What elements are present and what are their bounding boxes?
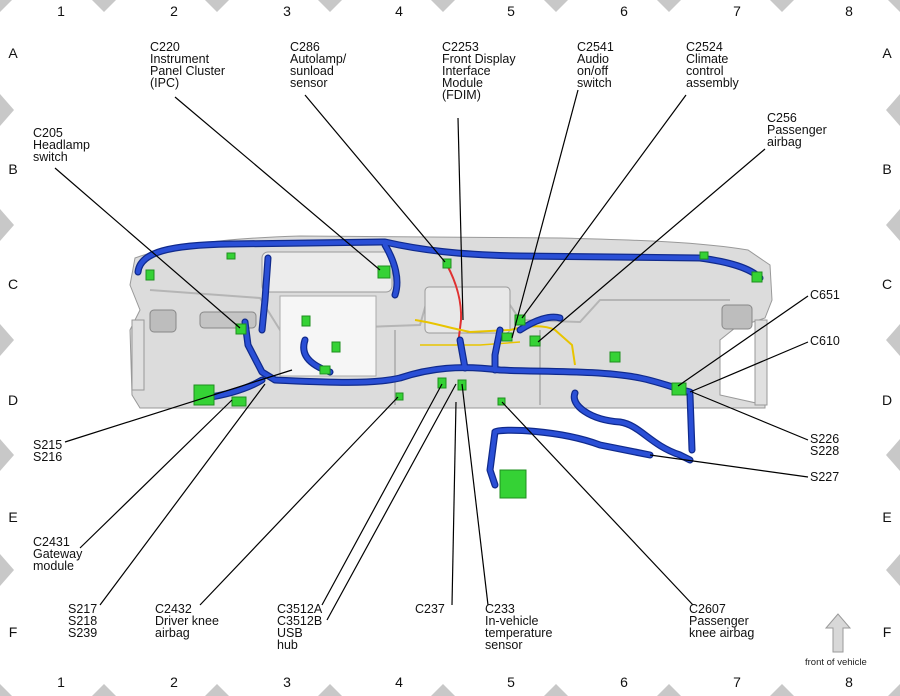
grid-row-right-d: D [881, 392, 893, 408]
grid-row-left-b: B [8, 161, 18, 177]
leader-lines [54, 89, 809, 621]
grid-col-top-1: 1 [57, 3, 65, 19]
grid-col-bottom-4: 4 [395, 674, 403, 690]
callout-c220-ipc: C220 Instrument Panel Cluster (IPC) [150, 40, 226, 90]
grid-row-right-a: A [882, 45, 892, 61]
up-arrow-icon [824, 613, 852, 653]
callout-s217-s218-s239: S217 S218 S239 [68, 602, 98, 640]
main-harness [134, 238, 764, 489]
grid-col-top-8: 8 [845, 3, 853, 19]
callout-c2607-passenger-knee: C2607 Passenger knee airbag [689, 602, 755, 640]
callout-c3512-usb-hub: C3512A C3512B USB hub [277, 602, 323, 652]
grid-col-top-3: 3 [283, 3, 291, 19]
grid-col-bottom-2: 2 [170, 674, 178, 690]
callout-c2431-gateway: C2431 Gateway module [33, 535, 83, 573]
callout-c610: C610 [810, 334, 840, 348]
callout-c2541-audio-switch: C2541 Audio on/off switch [577, 40, 614, 90]
grid-row-right-b: B [882, 161, 892, 177]
grid-row-right-f: F [882, 624, 892, 640]
grid-col-top-6: 6 [620, 3, 628, 19]
yellow-wires [414, 319, 576, 366]
grid-col-top-5: 5 [507, 3, 515, 19]
grid-row-right-c: C [881, 276, 893, 292]
callout-c205-headlamp: C205 Headlamp switch [33, 126, 90, 164]
callout-c2432-driver-knee: C2432 Driver knee airbag [155, 602, 219, 640]
grid-row-right-e: E [882, 509, 892, 525]
grid-col-bottom-3: 3 [283, 674, 291, 690]
callout-c237: C237 [415, 602, 445, 616]
callout-s227: S227 [810, 470, 840, 484]
grid-row-left-e: E [8, 509, 18, 525]
callout-c2524-climate: C2524 Climate control assembly [686, 40, 739, 90]
front-of-vehicle-label: front of vehicle [805, 657, 867, 668]
callout-c651: C651 [810, 288, 840, 302]
grid-col-bottom-5: 5 [507, 674, 515, 690]
grid-row-left-a: A [8, 45, 18, 61]
callout-s226-s228: S226 S228 [810, 432, 840, 458]
callout-c256-passenger-airbag: C256 Passenger airbag [767, 111, 827, 149]
grid-col-bottom-8: 8 [845, 674, 853, 690]
grid-col-top-7: 7 [733, 3, 741, 19]
callout-c286-autolamp: C286 Autolamp/ sunload sensor [290, 40, 347, 90]
grid-col-bottom-1: 1 [57, 674, 65, 690]
red-wire [446, 264, 463, 346]
grid-col-bottom-6: 6 [620, 674, 628, 690]
grid-row-left-f: F [8, 624, 18, 640]
grid-col-top-4: 4 [395, 3, 403, 19]
callout-c2253-fdim: C2253 Front Display Interface Module (FD… [442, 40, 516, 102]
callout-s215-s216: S215 S216 [33, 438, 63, 464]
connectors [145, 251, 763, 499]
callout-c233-temp-sensor: C233 In-vehicle temperature sensor [485, 602, 553, 652]
grid-col-bottom-7: 7 [733, 674, 741, 690]
grid-col-top-2: 2 [170, 3, 178, 19]
grid-row-left-c: C [7, 276, 19, 292]
grid-row-left-d: D [7, 392, 19, 408]
